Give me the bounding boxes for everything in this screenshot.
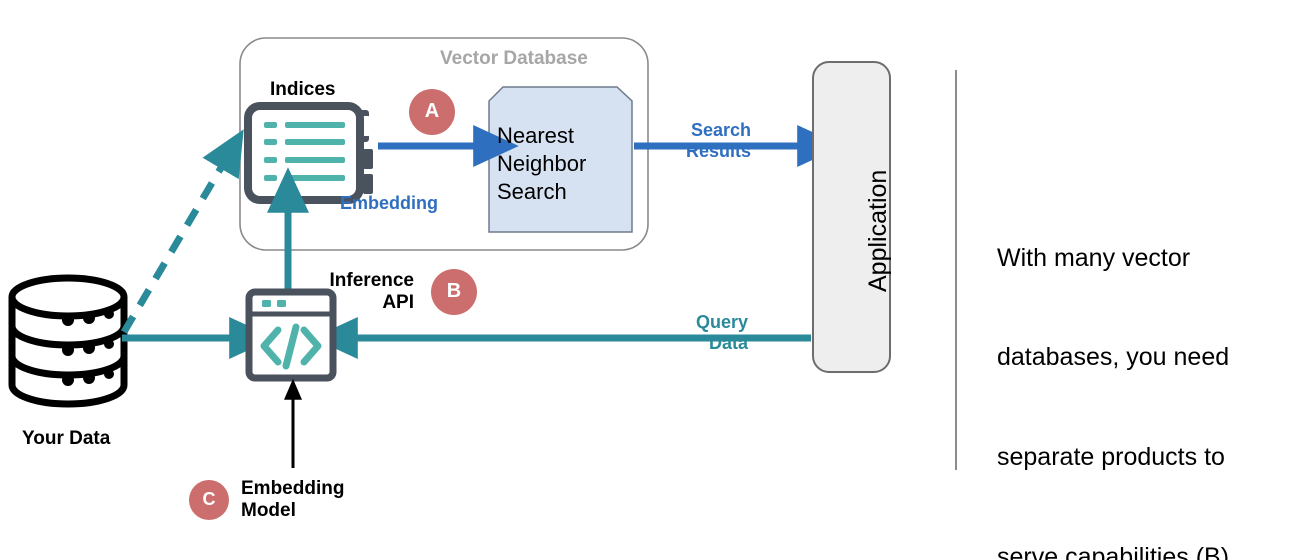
- data-to-indices-dashed-arrow: [120, 129, 244, 334]
- badge-a-letter: A: [424, 100, 440, 122]
- inference-api-label: Inference API: [329, 270, 414, 314]
- caption-line: separate products to: [997, 443, 1225, 471]
- application-label: Application: [864, 169, 892, 292]
- embedding-label: Embedding: [340, 193, 438, 213]
- your-data-label: Your Data: [22, 428, 111, 449]
- nearest-neighbor-search-box: [488, 86, 633, 233]
- caption-line: databases, you need: [997, 343, 1230, 372]
- badge-b-circle: [431, 269, 477, 315]
- query-data-label: Query Data: [695, 312, 748, 354]
- nearest-neighbor-search-label: Nearest Neighbor Search: [497, 123, 587, 205]
- your-data-db-dots: [62, 309, 114, 386]
- indices-icon: [244, 102, 373, 204]
- badge-b-letter: B: [446, 280, 462, 302]
- badge-c-circle: [189, 480, 229, 520]
- badge-c-letter: C: [202, 489, 216, 509]
- inference-api-icon: [245, 288, 337, 382]
- indices-label: Indices: [270, 79, 336, 100]
- caption-line: serve capabilities (B),: [997, 542, 1236, 560]
- caption-line: With many vector: [997, 243, 1191, 272]
- embedding-model-label: Embedding Model: [241, 478, 345, 522]
- badge-a-circle: [409, 89, 455, 135]
- vector-database-title: Vector Database: [440, 48, 588, 69]
- application-box: [812, 61, 891, 373]
- search-results-label: Search Results: [685, 120, 751, 162]
- explanatory-caption: With many vector databases, you need sep…: [997, 175, 1236, 560]
